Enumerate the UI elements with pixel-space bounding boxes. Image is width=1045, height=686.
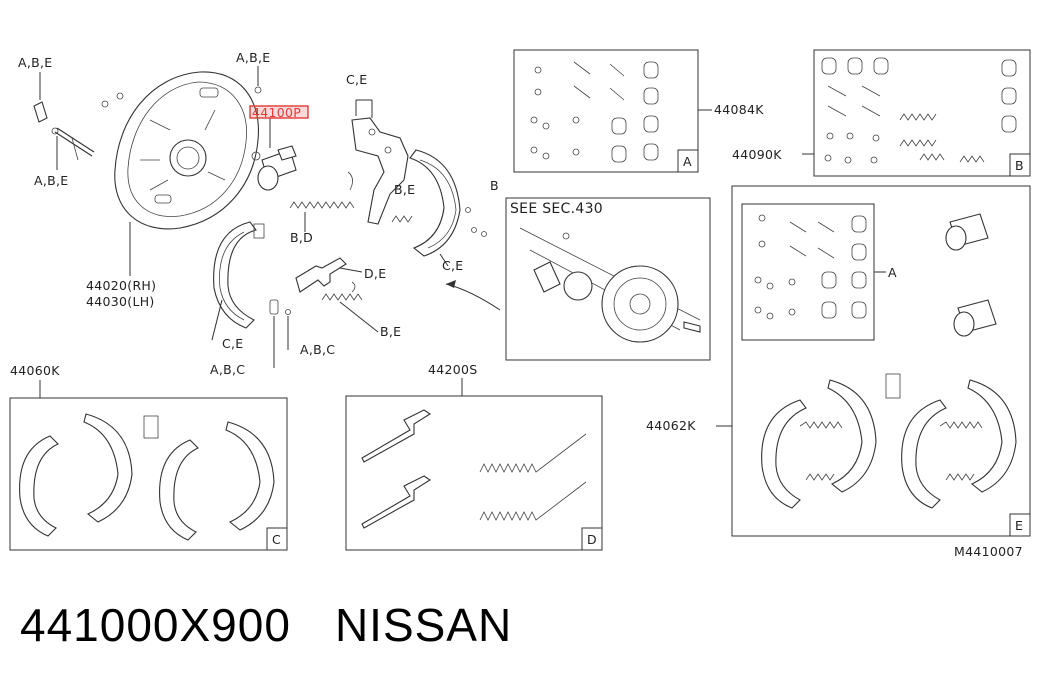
callout-ce-top: C,E [346,72,368,87]
callout-abe-mid-left: A,B,E [34,173,68,188]
kit-a-inner-hardware [754,214,867,320]
callout-de: D,E [364,266,386,281]
lower-return-spring[interactable] [321,281,363,301]
brake-shoe-left[interactable] [213,221,265,329]
part-44100P-label[interactable]: 44100P [252,105,301,120]
kit-44084K-label[interactable]: 44084K [714,102,764,117]
callout-abe-top: A,B,E [236,50,270,65]
kit-box-44062K[interactable] [716,185,1031,537]
kit-box-44060K[interactable] [9,380,288,551]
brake-shoe-right[interactable] [409,149,487,257]
kit-44062K-label[interactable]: 44062K [646,418,696,433]
callout-ce-low: C,E [222,336,244,351]
brand-name: NISSAN [334,599,513,651]
callout-be-low: B,E [380,324,401,339]
callout-b-right: B [490,178,499,193]
callout-ce-right: C,E [442,258,464,273]
kit-box-44090K[interactable] [802,49,1031,177]
kit-44084K-box-letter: A [683,154,692,169]
hold-down-pin[interactable] [33,101,95,161]
highlight-box [249,105,309,119]
parking-strut[interactable] [295,257,347,293]
backing-plate[interactable] [101,71,260,230]
callout-abc-right: A,B,C [300,342,335,357]
kit-44062K-box-letter: E [1015,518,1023,533]
callout-abc-left: A,B,C [210,362,245,377]
part-44030-lh[interactable]: 44030(LH) [86,294,155,309]
part-44020-rh[interactable]: 44020(RH) [86,278,156,293]
wheel-cylinder[interactable] [251,145,297,191]
part-number[interactable]: 441000X900 [20,599,291,651]
kit-44090K-label[interactable]: 44090K [732,147,782,162]
kit-44060K-box-letter: C [272,532,281,547]
see-sec-inset [505,197,711,361]
shoe-hold-pin[interactable] [269,299,291,315]
kit-44062K-inner-letter: A [888,265,897,280]
kit-a-hardware [530,61,659,163]
kit-b-hardware [821,57,1017,164]
footer-title: 441000X900 NISSAN [20,598,556,652]
diagram-code: M4410007 [954,544,1023,559]
kit-44200S-label[interactable]: 44200S [428,362,478,377]
kit-44060K-label[interactable]: 44060K [10,363,60,378]
see-sec-label[interactable]: SEE SEC.430 [510,201,603,217]
parking-brake-lever[interactable] [351,117,409,225]
kit-44200S-box-letter: D [587,532,597,547]
callout-bd: B,D [290,230,313,245]
kit-box-44200S[interactable] [345,378,603,551]
kit-44090K-box-letter: B [1015,158,1024,173]
callout-abe-top-left: A,B,E [18,55,52,70]
kit-box-44084K[interactable] [513,49,712,173]
adjuster-spring[interactable] [391,215,413,223]
callout-be-mid: B,E [394,182,415,197]
upper-return-spring[interactable] [289,171,355,209]
